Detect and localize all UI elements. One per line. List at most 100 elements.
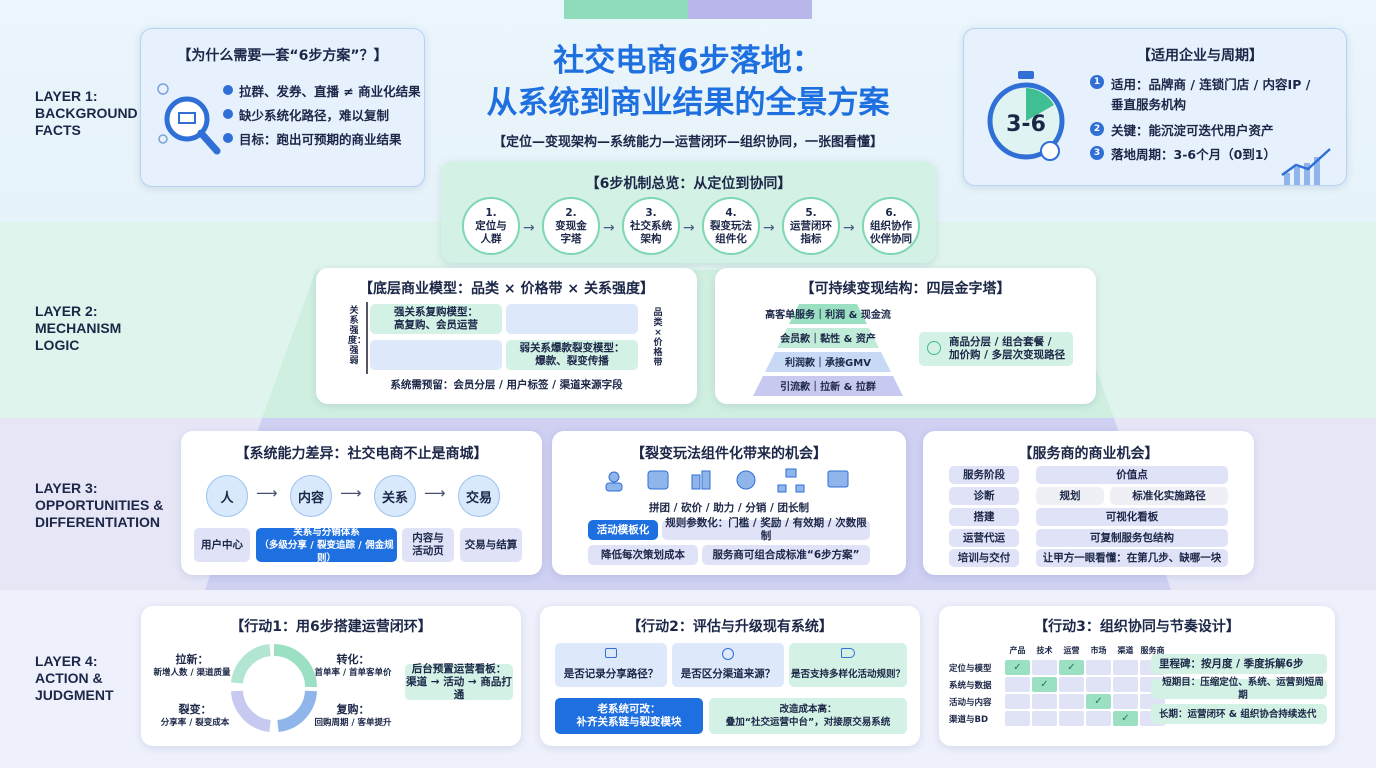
why-card: 【为什么需要一套“6步方案”？】 拉群、发券、直播 ≠ 商业化结果 缺少系统化路… [140, 28, 425, 187]
apply-title: 【适用企业与周期】 [1137, 48, 1263, 64]
action2-card: 【行动2：评估与升级现有系统】 是否记录分享路径？ 是否区分渠道来源？ 是否支持… [540, 606, 920, 746]
service-title: 【服务商的商业机会】 [1018, 446, 1159, 462]
grid-col-header: 渠道 [1117, 646, 1134, 655]
grid-cell [1113, 660, 1138, 675]
top-tab-green [564, 0, 688, 19]
tag-distribution: 关系与分销体系 （多级分享 / 裂变追踪 / 佣金规则） [256, 527, 397, 564]
overview-card: 【6步机制总览：从定位到协同】 [441, 161, 936, 263]
service-stage: 搭建 [949, 508, 1019, 526]
svg-text:高客单服务｜利润 & 现金流: 高客单服务｜利润 & 现金流 [765, 308, 891, 321]
grid-cell [1059, 694, 1084, 709]
growth-chart-icon [1281, 148, 1331, 185]
service-value: 可视化看板 [1036, 508, 1228, 526]
service-value: 规划 [1036, 487, 1104, 505]
action3-card: 【行动3：组织协同与节奏设计】 产品技术运营市场渠道服务商定位与模型✓✓系统与数… [939, 606, 1335, 746]
action1-card: 【行动1：用6步搭建运营闭环】 拉新：新增人数 / 渠道质量 转化：首单率 / … [141, 606, 521, 746]
main-title: 社交电商6步落地： 从系统到商业结果的全景方案 [440, 40, 936, 124]
tag-settlement: 交易与结算 [460, 528, 522, 562]
coin-icon [927, 341, 941, 355]
flow-content: 内容 [290, 475, 332, 517]
step-2: 2. 变现金 字塔 [542, 197, 600, 255]
tag-cost: 降低每次策划成本 [588, 545, 698, 565]
question-rules: 是否支持多样化活动规则？ [789, 643, 907, 687]
why-item-2: 缺少系统化路径，难以复制 [223, 102, 421, 126]
fission-types: 拼团 / 砍价 / 助力 / 分销 / 团长制 [648, 502, 810, 514]
subtitle: 【定位—变现架构—系统能力—运营闭环—组织协同，一张图看懂】 [492, 135, 883, 150]
action3-title: 【行动3：组织协同与节奏设计】 [1034, 619, 1240, 635]
raci-grid: 产品技术运营市场渠道服务商定位与模型✓✓系统与数据✓活动与内容✓渠道与BD✓ [947, 641, 1167, 728]
tag-params: 规则参数化：门槛 / 奖励 / 有效期 / 次数限制 [662, 517, 870, 542]
step-3: 3. 社交系统 架构 [622, 197, 680, 255]
service-value: 让甲方一眼看懂：在第几步、缺哪一块 [1036, 549, 1228, 567]
arrow-icon: → [683, 220, 695, 236]
why-item-1: 拉群、发券、直播 ≠ 商业化结果 [223, 78, 421, 102]
flow-people: 人 [206, 475, 248, 517]
why-item-3: 目标：跑出可预期的商业结果 [223, 126, 421, 150]
cycle-fission: 裂变：分享率 / 裂变成本 [160, 703, 230, 729]
action2-title: 【行动2：评估与升级现有系统】 [627, 619, 833, 635]
tag-template: 活动模板化 [588, 520, 658, 540]
grid-cell [1086, 677, 1111, 692]
arrow-icon: ⟶ [256, 484, 278, 502]
tag-user-center: 用户中心 [194, 528, 250, 562]
title-line-2: 从系统到商业结果的全景方案 [486, 85, 890, 121]
service-head-stage: 服务阶段 [949, 466, 1019, 484]
plan-milestone: 里程碑：按月度 / 季度拆解6步 [1151, 654, 1327, 674]
quadrant-empty-2 [370, 340, 502, 370]
grid-col-header: 技术 [1036, 646, 1053, 655]
question-channel: 是否区分渠道来源？ [672, 643, 784, 687]
grid-cell [1059, 711, 1084, 726]
layer-label-4: LAYER 4: ACTION & JUDGMENT [35, 653, 114, 703]
user-icon [722, 648, 734, 660]
arrow-icon: → [843, 220, 855, 236]
megaphone-icon [841, 648, 855, 658]
grid-row-header: 系统与数据 [949, 680, 992, 691]
arrow-icon: ⟶ [424, 484, 446, 502]
step-4: 4. 裂变玩法 组件化 [702, 197, 760, 255]
layer-label-3: LAYER 3: OPPORTUNITIES & DIFFERENTIATION [35, 480, 164, 530]
service-stage: 诊断 [949, 487, 1019, 505]
layer-label-1: LAYER 1: BACKGROUND FACTS [35, 88, 138, 138]
svg-text:3-6: 3-6 [1006, 112, 1046, 137]
tag-content-page: 内容与 活动页 [402, 528, 454, 562]
arrow-icon: → [763, 220, 775, 236]
overview-title: 【6步机制总览：从定位到协同】 [585, 176, 792, 192]
fission-title: 【裂变玩法组件化带来的机会】 [631, 446, 827, 462]
edit-icon [605, 648, 617, 658]
y-axis-label: 关系强度：强弱 [348, 306, 367, 366]
model-title: 【底层商业模型：品类 × 价格带 × 关系强度】 [359, 281, 654, 297]
svg-text:利润款｜承接GMV: 利润款｜承接GMV [785, 356, 871, 369]
layer-label-2: LAYER 2: MECHANISM LOGIC [35, 303, 122, 353]
quadrant-weak: 弱关系爆款裂变模型： 爆款、裂变传播 [506, 340, 638, 370]
service-stage: 运营代运 [949, 529, 1019, 547]
service-head-value: 价值点 [1036, 466, 1228, 484]
grid-row-header: 渠道与BD [949, 714, 989, 725]
plan-short: 短期目：压缩定位、系统、运营到短周期 [1151, 677, 1327, 701]
bullet-icon [223, 85, 233, 95]
service-stage: 培训与交付 [949, 549, 1019, 567]
service-value: 标准化实施路径 [1110, 487, 1228, 505]
step-6: 6. 组织协作 伙伴协同 [862, 197, 920, 255]
tag-standard: 服务商可组合成标准“6步方案” [702, 545, 870, 565]
grid-cell [1113, 694, 1138, 709]
check-icon: ✓ [1032, 677, 1057, 692]
magnifier-icon [157, 83, 221, 155]
service-value: 可复制服务包结构 [1036, 529, 1228, 547]
grid-cell [1005, 694, 1030, 709]
title-line-1: 社交电商6步落地： [553, 43, 823, 79]
grid-row-header: 定位与模型 [949, 663, 992, 674]
arrow-icon: ⟶ [340, 484, 362, 502]
bullet-icon [223, 133, 233, 143]
arrow-icon: → [523, 220, 535, 236]
step-1: 1. 定位与 人群 [462, 197, 520, 255]
model-card: 【底层商业模型：品类 × 价格带 × 关系强度】 关系强度：强弱 品类 × 价格… [316, 268, 697, 404]
why-title: 【为什么需要一套“6步方案”？】 [177, 48, 388, 64]
cycle-convert: 转化：首单率 / 首单客单价 [314, 653, 392, 679]
grid-cell [1005, 711, 1030, 726]
check-icon: ✓ [1059, 660, 1084, 675]
grid-cell [1059, 677, 1084, 692]
grid-cell [1005, 677, 1030, 692]
